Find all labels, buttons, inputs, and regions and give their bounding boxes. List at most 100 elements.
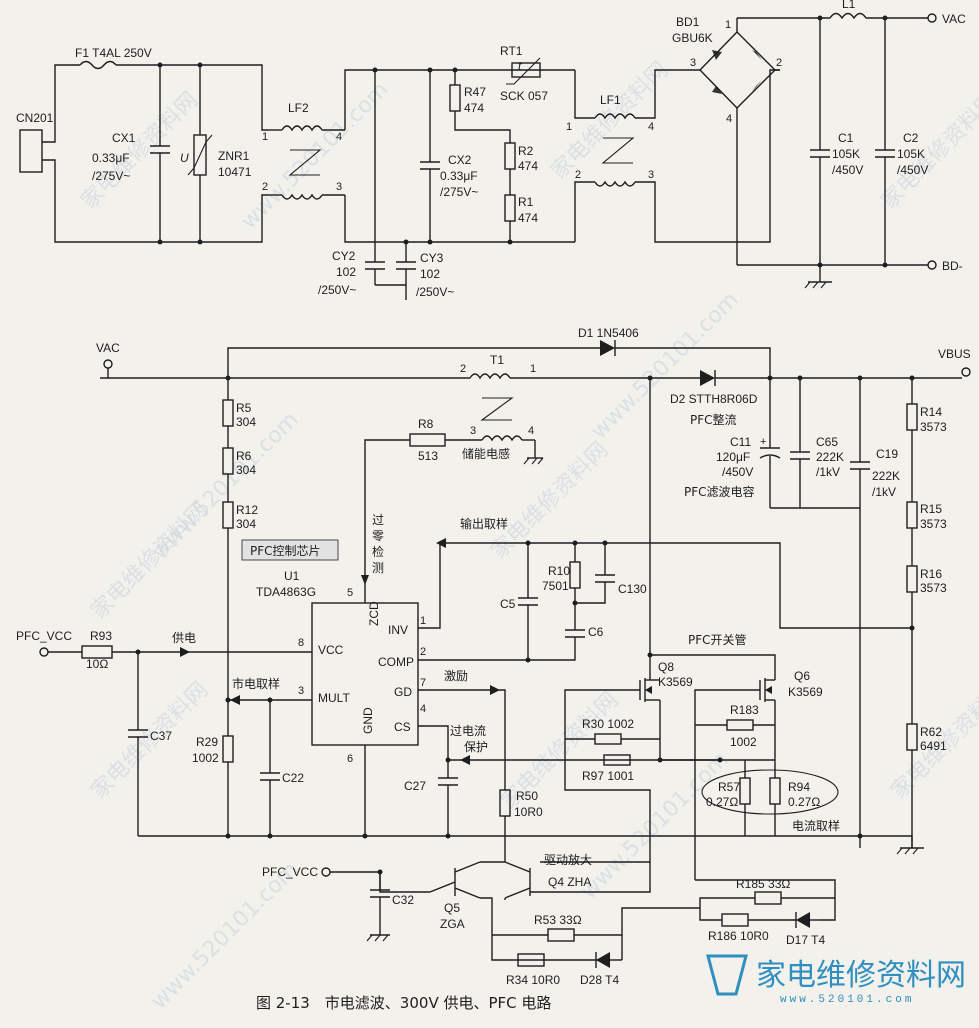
bd1-pin-3: 3: [690, 57, 696, 69]
watermark-url: www.520101.com: [237, 77, 394, 234]
cy2-value: 102: [336, 265, 356, 279]
r8-ref: R8: [418, 417, 434, 431]
lf1-pin-2: 2: [575, 169, 581, 181]
r30-label: R30 1002: [582, 717, 634, 731]
r8-value: 513: [418, 449, 438, 463]
bd1-pin-4: 4: [726, 113, 732, 125]
rt1-t-mark: t: [518, 59, 522, 73]
pfc-rectifier-note: PFC整流: [690, 412, 737, 427]
t1-pin-1: 1: [530, 363, 536, 375]
c11-value: 120μF: [716, 450, 750, 464]
q4-label: Q4 ZHA: [548, 875, 591, 889]
r14-ref: R14: [920, 405, 942, 419]
pin-number-inv: 1: [420, 615, 426, 627]
pfc-switch-note: PFC开关管: [688, 632, 747, 647]
r14-value: 3573: [920, 420, 947, 434]
r29-ref: R29: [196, 735, 218, 749]
current-sample-note: 电流取样: [792, 818, 840, 833]
pfc-chip-tag: [241, 539, 339, 561]
zero-cross-char-2: 零: [372, 529, 384, 543]
r93-ref: R93: [90, 629, 112, 643]
q5-ref: Q5: [444, 901, 460, 915]
r186-label: R186 10R0: [708, 929, 769, 943]
pfc-vcc-driver-terminal: PFC_VCC: [262, 865, 318, 879]
excite-note: 激励: [444, 669, 468, 683]
cx1-value: 0.33μF: [92, 151, 130, 165]
t1-label: T1: [490, 353, 504, 367]
mains-sample-note: 市电取样: [232, 676, 280, 691]
t1-pin-4: 4: [528, 425, 534, 437]
d17-label: D17 T4: [786, 933, 825, 947]
svg-text:+: +: [760, 436, 766, 448]
r12-ref: R12: [236, 503, 258, 517]
pin-mult: MULT: [318, 691, 350, 705]
pin-gnd: GND: [361, 707, 375, 734]
cx2-voltage: /275V~: [440, 185, 478, 199]
c65-value: 222K: [816, 450, 844, 464]
c2-value: 105K: [897, 147, 925, 161]
cn201-label: CN201: [16, 111, 54, 125]
q6-part: K3569: [788, 685, 823, 699]
r15-value: 3573: [920, 517, 947, 531]
c32-label: C32: [392, 893, 414, 907]
lf1-pin-4: 4: [648, 121, 654, 133]
c1-voltage: /450V: [832, 163, 863, 177]
watermark-url: www.520101.com: [147, 857, 304, 1014]
rt1-ref: RT1: [500, 44, 523, 58]
lf1-pin-3: 3: [648, 169, 654, 181]
pfc-vcc-terminal: PFC_VCC: [16, 629, 72, 643]
znr1-value: 10471: [218, 165, 252, 179]
r29-value: 1002: [192, 751, 219, 765]
r34-label: R34 10R0: [506, 973, 560, 987]
r50-value: 10R0: [514, 805, 543, 819]
r5-ref: R5: [236, 401, 252, 415]
pin-number-comp: 2: [420, 646, 426, 658]
zero-cross-char-4: 测: [372, 561, 384, 575]
c2-ref: C2: [903, 131, 919, 145]
pin-number-gnd: 6: [347, 753, 353, 765]
znr1-ref: ZNR1: [218, 149, 250, 163]
r50-ref: R50: [516, 789, 538, 803]
c5-label: C5: [500, 597, 516, 611]
q5-part: ZGA: [440, 917, 465, 931]
lf2-label: LF2: [288, 101, 309, 115]
pin-comp: COMP: [378, 655, 414, 669]
q8-ref: Q8: [658, 660, 674, 674]
ground-symbol: [804, 265, 832, 289]
drive-amp-note: 驱动放大: [544, 852, 592, 867]
r10-value: 7501: [542, 579, 569, 593]
q6-ref: Q6: [794, 669, 810, 683]
rt1-value: SCK 057: [500, 89, 548, 103]
lf1-label: LF1: [600, 93, 621, 107]
c130-label: C130: [618, 582, 647, 596]
cx2-ref: CX2: [448, 153, 472, 167]
pin-number-mult: 3: [298, 685, 304, 697]
pin-number-cs: 4: [420, 703, 426, 715]
c65-voltage: /1kV: [816, 465, 840, 479]
r62-ref: R62: [920, 725, 942, 739]
bridge-diodes: [712, 50, 762, 94]
r47-ref: R47: [464, 85, 486, 99]
cx2-value: 0.33μF: [440, 169, 478, 183]
lf1-pin-1: 1: [566, 121, 572, 133]
r93-value: 10Ω: [86, 657, 108, 671]
d28-label: D28 T4: [580, 973, 619, 987]
r6-value: 304: [236, 463, 256, 477]
d1-label: D1 1N5406: [578, 326, 639, 340]
bd1-pin-1: 1: [725, 19, 731, 31]
pfc-chip-tag-text: PFC控制芯片: [250, 544, 321, 558]
cy3-value: 102: [420, 267, 440, 281]
r57-value: 0.27Ω: [706, 795, 738, 809]
r5-value: 304: [236, 415, 256, 429]
r12-value: 304: [236, 517, 256, 531]
site-logo-text: 家电维修资料网: [756, 958, 966, 993]
f1-label: F1 T4AL 250V: [75, 46, 152, 60]
q8-part: K3569: [658, 675, 693, 689]
r1-ref: R1: [518, 195, 534, 209]
cy2-voltage: /250V~: [318, 283, 356, 297]
top-vac-terminal: VAC: [942, 12, 966, 26]
r97-label: R97 1001: [582, 769, 634, 783]
pin-zcd: ZCD: [367, 601, 381, 626]
